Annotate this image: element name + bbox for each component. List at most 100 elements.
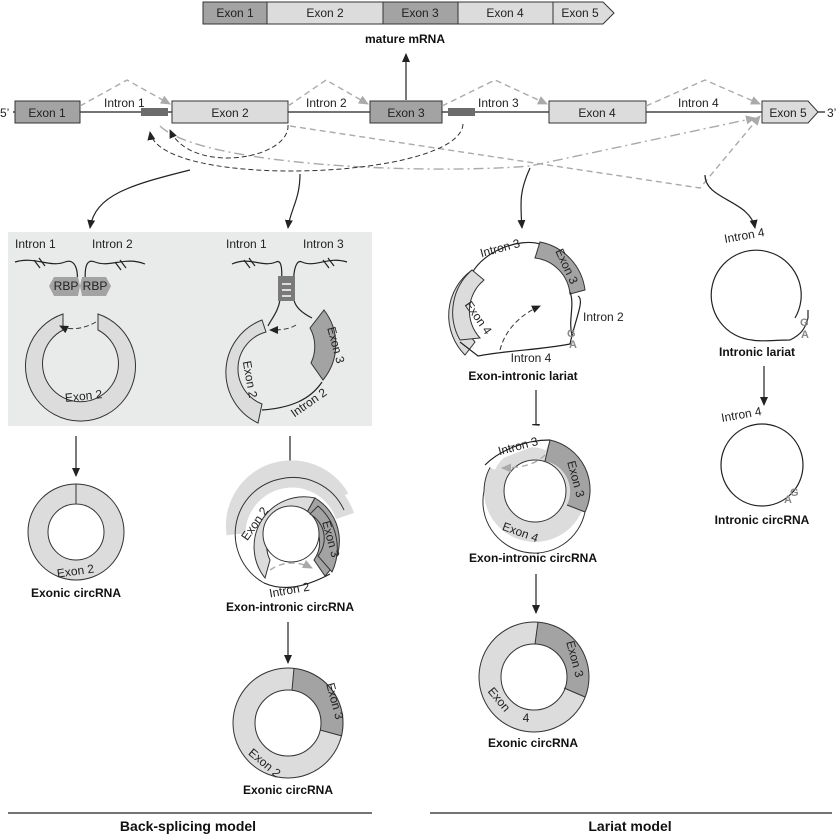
rbp-left [49,277,80,296]
panel2-cut-right [322,257,335,269]
pre-exon-5-label: Exon 5 [769,106,807,120]
exonic1-exon-label: Exon 2 [56,561,95,580]
lariat-i-intron-label: Intron 4 [723,225,766,246]
exonic3-junction-2 [563,687,586,698]
lariat-i-a: A [801,329,809,341]
icirc-label: Intronic circRNA [715,513,810,527]
exonic2-inner-edge [254,689,322,757]
rbp-right-label: RBP [83,279,108,293]
backsplice-arc-exon2 [169,124,289,159]
panel1-intron-right-label: Intron 2 [92,237,133,251]
eicirc2-intron-line [484,439,551,466]
panel1-exon2-label: Exon 2 [64,387,103,405]
arrow-to-lariat-i [704,174,758,229]
panel2-backsplice-arrow [269,324,297,334]
eicirc-outer-edge [234,476,345,549]
rbp-left-label: RBP [54,279,79,293]
lariat-ei-intron3-label: Intron 3 [478,236,521,260]
pre-exon-1-box [14,100,81,124]
panel1-intron-left-label: Intron 1 [15,237,56,251]
eicirc2-junction-2 [566,504,586,513]
mature-exon-1-label: Exon 1 [216,6,254,20]
exonic3-outer-edge [478,621,590,733]
pre-exon-3-box [369,100,443,124]
paired-complementary-seq [278,276,295,301]
lariat-ei-a: A [569,339,577,351]
panel2-intron-right-label: Intron 3 [303,237,344,251]
three-prime-label: 3’ [827,106,836,120]
panel2-intron-pairing: Intron 1 Intron 3 Exon 2 Exon 3 Intron 2 [225,237,348,424]
mature-mrna-label: mature mRNA [365,32,445,46]
exonic3-exon-number: 4 [523,711,530,725]
mature-mrna: Exon 1 Exon 2 Exon 3 Exon 4 Exon 5 matur… [202,1,615,100]
eicirc-intron-line [263,573,331,588]
eicirc2-gap [475,425,555,471]
panel2-intron-left-line [231,260,283,327]
exonic2-label: Exonic circRNA [243,783,333,797]
lariat-ei-exon3-arc [534,241,586,295]
mature-exon-3-label: Exon 3 [401,6,439,20]
exonic1-label: Exonic circRNA [31,586,121,600]
eicirc2-outer-lower [482,490,586,554]
eicirc-hole [262,505,320,563]
lariat-model-title: Lariat model [588,818,671,834]
lariat-ei-intron2-label: Intron 2 [583,310,624,324]
lariat-ei-intron4-line [459,295,582,357]
mature-exon-5-box [552,1,615,25]
pre-intron-2-label: Intron 2 [306,96,347,110]
exonic3-junction-1 [534,621,539,645]
lariat-ei-label: Exon-intronic lariat [468,369,577,383]
panel1-intron-left-line [14,259,78,291]
lariat-ei-g: G [567,328,576,340]
icirc-ring [720,423,804,507]
exonic3-inner-edge [500,643,568,711]
panel2-exon3-arc [309,309,337,381]
eicirc-exon3-block [309,505,338,573]
lariat-ei-intron2-line [569,291,573,337]
eicirc-splice-arrow [269,559,313,571]
icirc-g: G [790,487,799,499]
exonic-circrna-2: Exon 3 Exon 2 Exonic circRNA [232,667,347,797]
complementary-seq-2 [448,108,475,116]
pre-exon-4-label: Exon 4 [578,106,616,120]
rbp-right [80,277,111,296]
mature-exon-5-label: Exon 5 [561,6,599,20]
pre-exon-2-box [171,100,289,124]
panel1-backsplice-arrow [59,321,97,334]
exonic-circrna-1: Exon 2 Exonic circRNA [27,483,125,600]
lariat-i-label: Intronic lariat [719,345,795,359]
panel2-intron-right-line [292,259,348,319]
arrow-to-lariat-ei [517,167,531,229]
icirc-a: A [784,494,792,506]
exonic1-inner-edge [47,503,105,561]
exonic2-junction-1 [291,667,295,691]
pre-exon-4-box [548,100,647,124]
intronic-lariat: Intron 4 G A Intronic lariat [710,225,809,359]
complementary-seq-1 [141,108,168,116]
lariat-i-g: G [800,317,809,329]
backsplice-arc-exon3 [147,123,464,172]
exonic2-junction-2 [319,729,343,737]
pre-intron-1-label: Intron 1 [104,96,145,110]
panel2-intron2-line [261,381,323,411]
pre-mrna: 5’ 3’ Exon 1 Exon 2 Exon 3 Exon 4 Exon 5… [0,79,836,189]
eicirc2-outer-right [549,439,591,513]
backsplice-model-title: Back-splicing model [120,818,256,834]
arrow-to-panel1 [87,169,191,229]
eicirc-intron-label: Intron 2 [268,580,311,601]
pre-exon-2-label: Exon 2 [211,106,249,120]
lariat-ei-intron3-line [471,241,541,274]
intronic-circrna: Intron 4 G A Intronic circRNA [715,404,810,527]
panel1-cut-left [33,257,46,269]
splice-arc-4 [645,79,761,107]
pre-intron-4-label: Intron 4 [678,96,719,110]
eicirc-outer-left [236,547,265,584]
panel2-cut-left [243,257,256,269]
five-prime-label: 5’ [0,106,9,120]
icirc-intron-label: Intron 4 [720,404,763,425]
panel2-exon2-label: Exon 2 [240,360,260,400]
eicirc-label: Exon-intronic circRNA [226,600,354,614]
panel1-cut-right [114,259,127,271]
eicirc2-inner-edge [503,459,567,523]
